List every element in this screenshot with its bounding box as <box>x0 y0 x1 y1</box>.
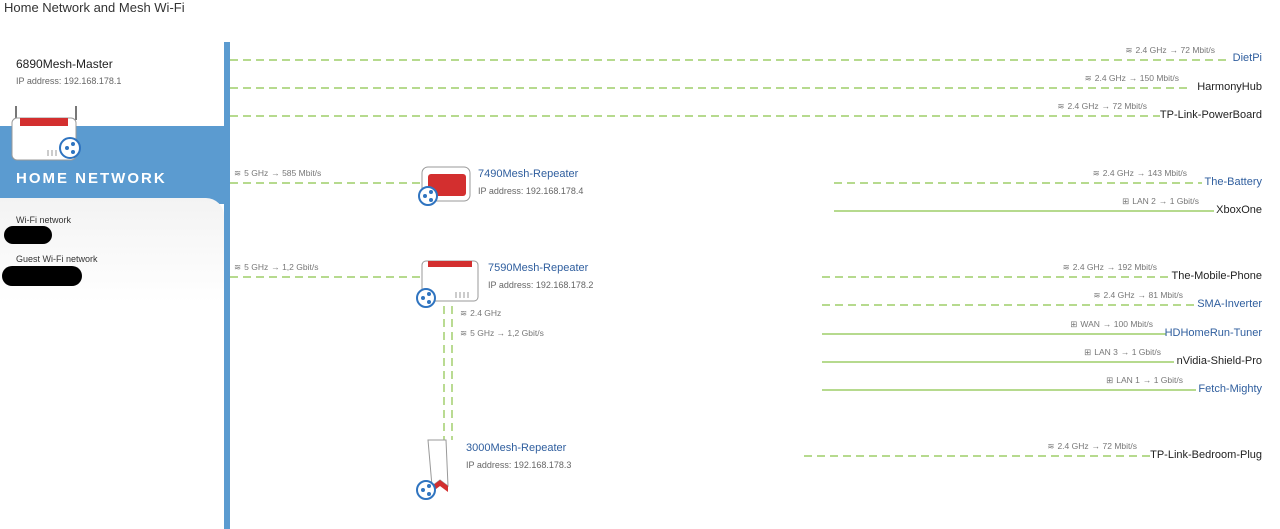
wifi-icon: ≋ <box>1047 441 1055 451</box>
client-dietpi[interactable]: DietPi <box>1232 52 1262 64</box>
client-tplink-powerboard[interactable]: TP-Link-PowerBoard <box>1159 109 1262 121</box>
client-meta: ⊞LAN 1→ 1 Gbit/s <box>1106 375 1183 385</box>
lan-icon: ⊞ <box>1084 347 1092 357</box>
master-router-icon[interactable] <box>10 106 82 164</box>
repeater-7490-ip: IP address: 192.168.178.4 <box>478 186 584 196</box>
wifi-icon: ≋ <box>1125 45 1133 55</box>
downlink-5-meta: ≋5 GHz → 1,2 Gbit/s <box>460 328 544 338</box>
client-meta: ≋2.4 GHz→ 72 Mbit/s <box>1125 45 1215 55</box>
lan-icon: ⊞ <box>1122 196 1130 206</box>
client-xboxone[interactable]: XboxOne <box>1216 204 1262 216</box>
wifi-icon: ≋ <box>1062 262 1070 272</box>
repeater-7490-name[interactable]: 7490Mesh-Repeater <box>478 168 579 180</box>
lan-icon: ⊞ <box>1070 319 1078 329</box>
client-nvidia-shield[interactable]: nVidia-Shield-Pro <box>1176 355 1262 367</box>
wifi-network-label[interactable]: Wi-Fi network <box>16 215 72 225</box>
repeater-3000-ip: IP address: 192.168.178.3 <box>466 460 572 470</box>
client-meta: ≋2.4 GHz→ 192 Mbit/s <box>1062 262 1157 272</box>
repeater-3000-name[interactable]: 3000Mesh-Repeater <box>466 442 567 454</box>
sidebar-wifi-card <box>0 198 224 303</box>
repeater-7590-ip: IP address: 192.168.178.2 <box>488 280 594 290</box>
master-ip: IP address: 192.168.178.1 <box>16 76 122 86</box>
repeater-7490-icon[interactable] <box>416 164 474 208</box>
home-network-label[interactable]: HOME NETWORK <box>16 170 167 187</box>
network-backbone-bar <box>224 42 230 529</box>
client-meta: ⊞LAN 2→ 1 Gbit/s <box>1122 196 1199 206</box>
redacted-wifi-name <box>4 226 52 244</box>
client-sma-inverter[interactable]: SMA-Inverter <box>1197 298 1262 310</box>
wifi-icon: ≋ <box>460 328 468 338</box>
client-the-battery[interactable]: The-Battery <box>1204 176 1262 188</box>
wifi-icon: ≋ <box>234 168 242 178</box>
wifi-icon: ≋ <box>460 308 468 318</box>
uplink-7490-meta: ≋5 GHz→ 585 Mbit/s <box>234 168 322 178</box>
client-harmonyhub[interactable]: HarmonyHub <box>1197 81 1262 93</box>
client-fetch-mighty[interactable]: Fetch-Mighty <box>1198 383 1262 395</box>
client-meta: ≋2.4 GHz→ 143 Mbit/s <box>1092 168 1187 178</box>
client-mobile-phone[interactable]: The-Mobile-Phone <box>1171 270 1263 282</box>
client-hdhomerun[interactable]: HDHomeRun-Tuner <box>1164 327 1262 339</box>
repeater-3000-icon[interactable] <box>414 436 464 500</box>
uplink-7590-meta: ≋5 GHz→ 1,2 Gbit/s <box>234 262 319 272</box>
downlink-2-4-meta: ≋2.4 GHz <box>460 308 502 318</box>
guest-wifi-label[interactable]: Guest Wi-Fi network <box>16 254 98 264</box>
wifi-icon: ≋ <box>234 262 242 272</box>
repeater-7590-name[interactable]: 7590Mesh-Repeater <box>488 262 589 274</box>
lan-icon: ⊞ <box>1106 375 1114 385</box>
client-meta: ⊞WAN→ 100 Mbit/s <box>1070 319 1153 329</box>
client-meta: ≋2.4 GHz→ 81 Mbit/s <box>1093 290 1183 300</box>
repeater-7590-icon[interactable] <box>414 258 484 310</box>
client-meta: ≋2.4 GHz→ 72 Mbit/s <box>1057 101 1147 111</box>
wifi-icon: ≋ <box>1057 101 1065 111</box>
client-tplink-bedroom[interactable]: TP-Link-Bedroom-Plug <box>1150 449 1262 461</box>
sidebar-master-card <box>0 42 224 126</box>
wifi-icon: ≋ <box>1093 290 1101 300</box>
wifi-icon: ≋ <box>1092 168 1100 178</box>
wifi-icon: ≋ <box>1084 73 1092 83</box>
redacted-guest-wifi-name <box>2 266 82 286</box>
master-name[interactable]: 6890Mesh-Master <box>16 57 113 71</box>
client-meta: ≋2.4 GHz→ 72 Mbit/s <box>1047 441 1137 451</box>
client-meta: ≋2.4 GHz→ 150 Mbit/s <box>1084 73 1179 83</box>
page-title: Home Network and Mesh Wi-Fi <box>4 0 185 15</box>
client-meta: ⊞LAN 3→ 1 Gbit/s <box>1084 347 1161 357</box>
